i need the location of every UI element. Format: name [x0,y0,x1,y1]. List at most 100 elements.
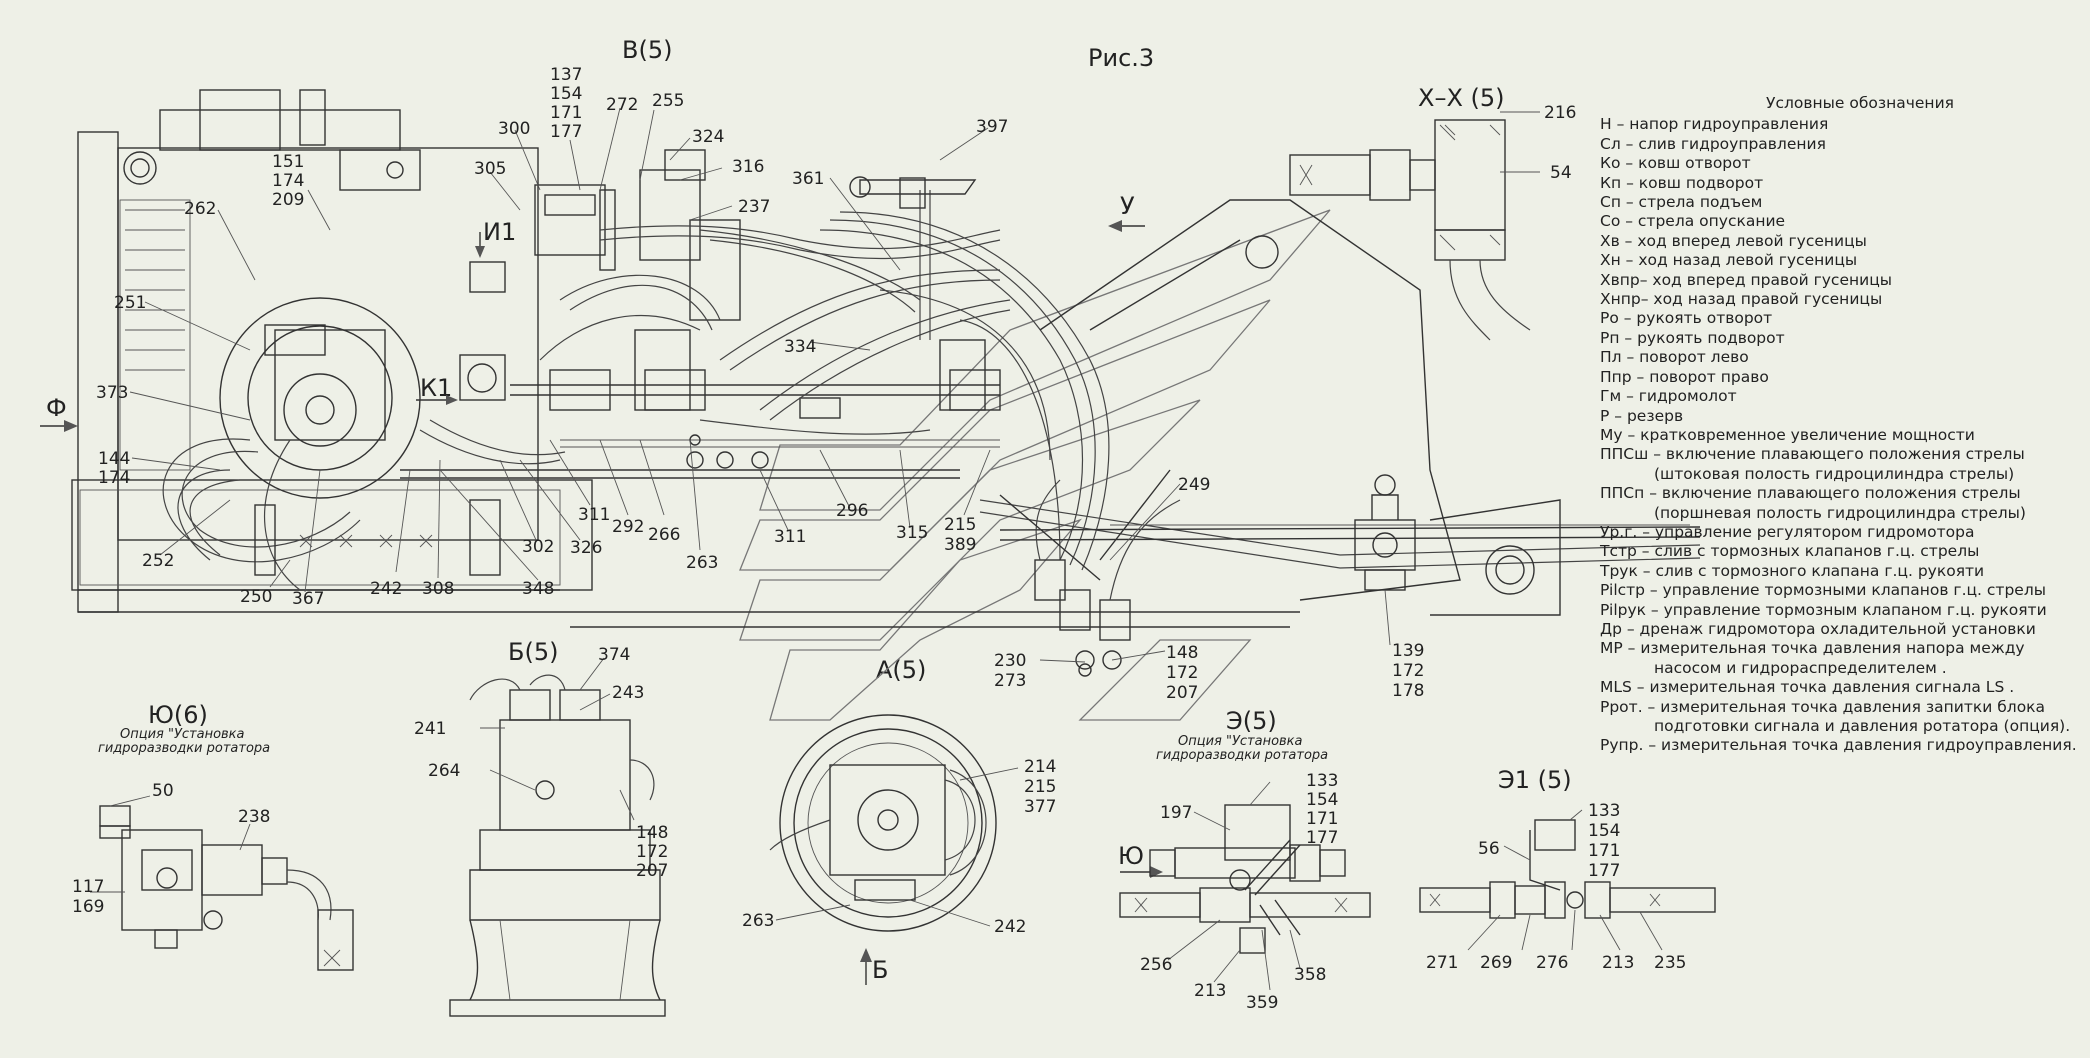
callout-148b: 148 [636,823,668,843]
legend-row: Пл – поворот лево [1600,348,1749,367]
legend-row: Др – дренаж гидромотора охладительной ус… [1600,619,2036,638]
legend-row: Ур.г. – управление регулятором гидромото… [1600,522,1975,541]
section-arrows: У Ф И1 К1 Ю Б [40,192,1163,985]
legend-row: насосом и гидрораспределителем . [1654,658,1947,677]
legend-row: Сл – слив гидроуправления [1600,134,1826,153]
callout-263: 263 [686,553,718,573]
callout-311a: 311 [578,505,610,525]
callout-133b: 133 [1588,801,1620,821]
option-note-e-1: Опция "Установка [1178,734,1303,749]
callout-374: 374 [598,645,630,665]
legend-row: Ко – ковш отворот [1600,154,1751,173]
option-note-yu-2: гидроразводки ротатора [98,741,270,756]
callout-237: 237 [738,197,770,217]
callout-308: 308 [422,579,454,599]
callout-177b: 177 [1306,828,1338,848]
callout-238: 238 [238,807,270,827]
callout-154b: 154 [1306,790,1338,810]
legend-row: MLS – измерительная точка давления сигна… [1600,678,2015,697]
arrow-label-u: У [1120,192,1135,220]
callout-358: 358 [1294,965,1326,985]
view-label-v: В(5) [622,36,672,64]
callout-334: 334 [784,337,816,357]
legend-title: Условные обозначения [1766,94,1954,112]
callout-172: 172 [1166,663,1198,683]
callout-302: 302 [522,537,554,557]
callout-263b: 263 [742,911,774,931]
arrow-label-yu: Ю [1118,842,1144,870]
callout-174b: 174 [98,468,130,488]
callout-377: 377 [1024,797,1056,817]
callout-243: 243 [612,683,644,703]
callout-171b: 171 [1306,809,1338,829]
callout-154c: 154 [1588,821,1620,841]
callout-249: 249 [1178,475,1210,495]
callout-272: 272 [606,95,638,115]
option-note-yu-1: Опция "Установка [120,727,245,742]
callout-197: 197 [1160,803,1192,823]
callout-178: 178 [1392,681,1424,701]
arrow-label-b: Б [872,956,888,984]
legend-row: Ппр – поворот право [1600,367,1769,386]
legend-row: Хн – ход назад левой гусеницы [1600,251,1858,270]
callout-315: 315 [896,523,928,543]
callout-137: 137 [550,65,582,85]
callout-311b: 311 [774,527,806,547]
view-b-assembly: 374 243 241 264 148 172 207 [414,645,668,1017]
callout-148: 148 [1166,643,1198,663]
callout-300: 300 [498,119,530,139]
callout-207: 207 [1166,683,1198,703]
callout-326: 326 [570,538,602,558]
callout-169: 169 [72,897,104,917]
callout-348: 348 [522,579,554,599]
legend-row: Трук – слив с тормозного клапана г.ц. ру… [1600,561,1985,580]
callout-215b: 215 [1024,777,1056,797]
callout-367: 367 [292,589,324,609]
callout-172c: 172 [636,842,668,862]
callout-316: 316 [732,157,764,177]
legend-row: Хвпр– ход вперед правой гусеницы [1600,270,1892,289]
view-label-xx: Х–Х (5) [1418,84,1505,112]
callout-250: 250 [240,587,272,607]
callout-133: 133 [1306,771,1338,791]
callout-262: 262 [184,199,216,219]
callout-324: 324 [692,127,724,147]
legend-row: Кп – ковш подворот [1600,173,1764,192]
legend-row: Р – резерв [1600,406,1684,425]
legend-row: ППСп – включение плавающего положения ст… [1600,484,2021,503]
arrow-label-i1: И1 [483,218,516,246]
callout-214: 214 [1024,757,1056,777]
legend-row: Тстр – слив с тормозных клапанов г.ц. ст… [1600,542,1980,561]
callout-230: 230 [994,651,1026,671]
callout-373: 373 [96,383,128,403]
callout-266: 266 [648,525,680,545]
callout-213b: 213 [1602,953,1634,973]
callout-296: 296 [836,501,868,521]
callout-151: 151 [272,152,304,172]
view-label-e1: Э1 (5) [1498,766,1572,794]
legend-row: Pilрук – управление тормозным клапаном г… [1600,600,2047,619]
callout-216: 216 [1544,103,1576,123]
view-a-assembly: 214 215 377 263 242 [742,714,1056,937]
legend-block: Условные обозначения Н – напор гидроупра… [1600,94,2080,756]
legend-row: МР – измерительная точка давления напора… [1600,639,2025,658]
callout-305: 305 [474,159,506,179]
view-yu-assembly: 50 238 117 169 [72,781,354,971]
legend-row: Н – напор гидроуправления [1600,115,1829,134]
callout-359: 359 [1246,993,1278,1013]
legend-row: (штоковая полость гидроцилиндра стрелы) [1654,464,2015,483]
callout-117: 117 [72,877,104,897]
callout-242b: 242 [994,917,1026,937]
legend-row: Ро – рукоять отворот [1600,309,1773,328]
callout-54: 54 [1550,163,1572,183]
callout-242: 242 [370,579,402,599]
callout-255: 255 [652,91,684,111]
callout-264: 264 [428,761,460,781]
legend-row: Рупр. – измерительная точка давления гид… [1600,736,2077,755]
arrow-label-f: Ф [46,394,67,422]
callout-361: 361 [792,169,824,189]
legend-row: Рп – рукоять подворот [1600,328,1785,347]
legend-row: Сп – стрела подъем [1600,193,1763,212]
view-e1-assembly: 133 154 171 177 56 271 269 276 213 235 [1419,801,1716,973]
